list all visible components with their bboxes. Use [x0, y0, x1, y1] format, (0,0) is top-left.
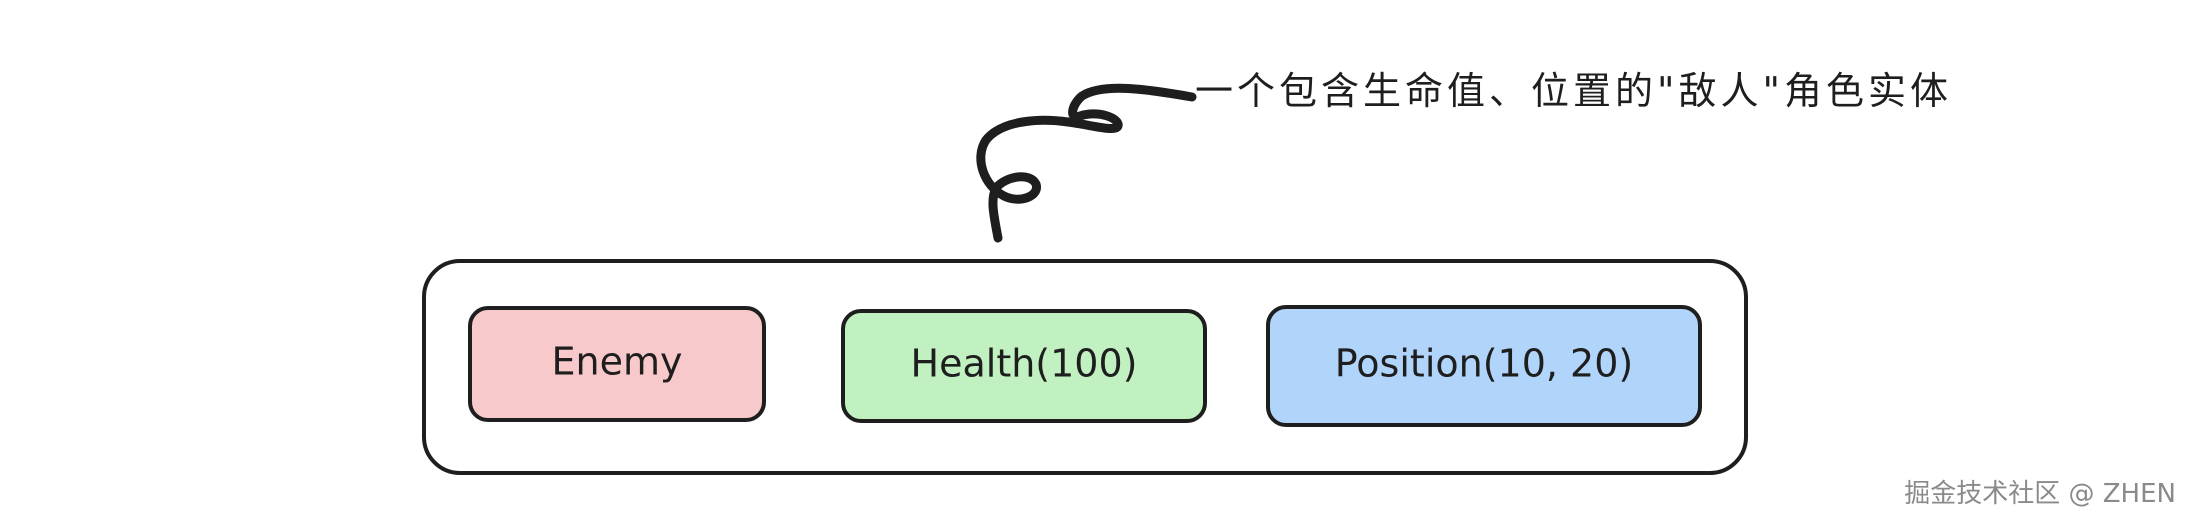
component-enemy-label: Enemy: [552, 340, 683, 384]
annotation-connector: [976, 83, 1197, 243]
component-enemy-box: [468, 306, 766, 422]
component-health: Health(100): [841, 309, 1207, 423]
annotation-text: 一个包含生命值、位置的"敌人"角色实体: [1195, 69, 1952, 113]
component-health-box: [841, 309, 1207, 423]
component-position-box: [1266, 305, 1702, 427]
component-enemy: Enemy: [468, 306, 766, 422]
component-position: Position(10, 20): [1266, 305, 1702, 427]
component-position-label: Position(10, 20): [1335, 342, 1633, 386]
component-health-label: Health(100): [911, 342, 1138, 386]
watermark: 掘金技术社区 @ ZHEN: [1904, 479, 2176, 509]
